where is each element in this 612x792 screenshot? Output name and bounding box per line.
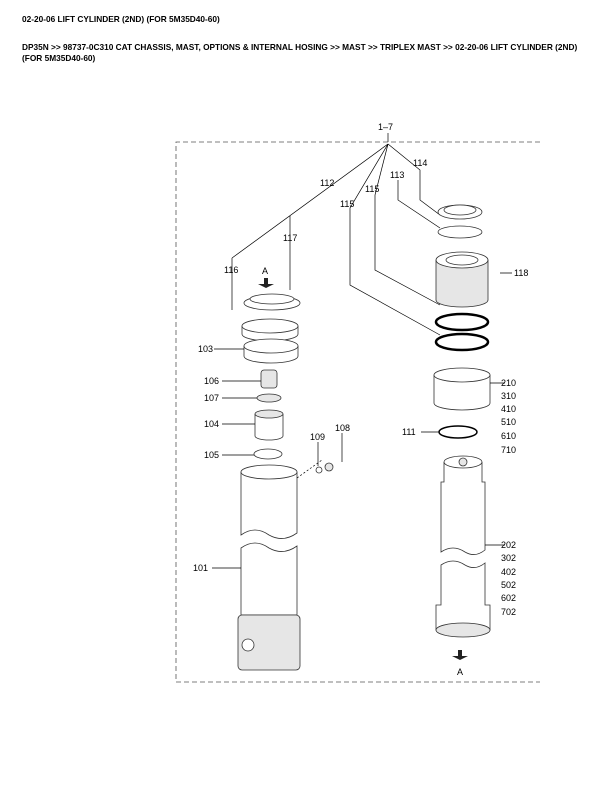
valve-106 (260, 369, 278, 389)
callout-202: 202 (501, 540, 516, 550)
callout-602: 602 (501, 593, 516, 603)
nut-108 (324, 462, 334, 472)
callout-402: 402 (501, 567, 516, 577)
callout-stack-210: 210 310 410 510 610 710 (501, 378, 516, 455)
callout-115: 115 (340, 199, 354, 209)
callout-210: 210 (501, 378, 516, 388)
oring-111 (438, 425, 478, 439)
plunger-202-lower (435, 560, 491, 638)
callout-105: 105 (204, 450, 219, 460)
callout-106: 106 (204, 376, 219, 386)
callout-108: 108 (335, 423, 350, 433)
callout-101: 101 (193, 563, 208, 573)
callout-118: 118 (514, 268, 528, 278)
assembly-boundary (175, 141, 540, 683)
callout-114: 114 (413, 158, 427, 168)
oring-115a (434, 312, 490, 332)
washer-107 (256, 393, 282, 403)
callout-116: 116 (224, 265, 238, 275)
callout-arrow-a-top: A (262, 266, 268, 276)
callout-104: 104 (204, 419, 219, 429)
callout-112: 112 (320, 178, 334, 188)
wiper-114 (437, 204, 483, 220)
callout-103: 103 (198, 344, 213, 354)
seal-113 (437, 225, 483, 239)
callout-710: 710 (501, 445, 516, 455)
cylinder-tube-101-upper (240, 464, 298, 539)
callout-410: 410 (501, 404, 516, 414)
oring-115b (434, 332, 490, 352)
callout-610: 610 (501, 431, 516, 441)
piston-104 (254, 409, 284, 441)
page-title: 02-20-06 LIFT CYLINDER (2ND) (FOR 5M35D4… (22, 14, 220, 24)
callout-assembly: 1–7 (378, 122, 393, 132)
callout-arrow-a-bottom: A (457, 667, 463, 677)
callout-117: 117 (283, 233, 297, 243)
callout-111: 111 (402, 427, 416, 437)
callout-310: 310 (501, 391, 516, 401)
callout-502: 502 (501, 580, 516, 590)
callout-stack-202: 202 302 402 502 602 702 (501, 540, 516, 617)
gland-118 (435, 251, 489, 308)
direction-arrow-bottom-icon (452, 650, 468, 660)
washer-109 (315, 466, 323, 474)
callout-109: 109 (310, 432, 325, 442)
callout-510: 510 (501, 417, 516, 427)
callout-113: 113 (390, 170, 404, 180)
cylinder-tube-101-lower (237, 542, 301, 671)
callout-702: 702 (501, 607, 516, 617)
seal-ring-117 (243, 293, 301, 311)
plunger-202-upper (440, 455, 486, 555)
callout-115: 115 (365, 184, 379, 194)
oring-105 (253, 448, 283, 460)
seal-116 (241, 318, 299, 342)
callout-107: 107 (204, 393, 219, 403)
bushing-210 (433, 367, 491, 411)
direction-arrow-top-icon (258, 278, 274, 288)
bushing-103 (243, 338, 299, 364)
breadcrumb: DP35N >> 98737-0C310 CAT CHASSIS, MAST, … (22, 42, 578, 63)
callout-302: 302 (501, 553, 516, 563)
